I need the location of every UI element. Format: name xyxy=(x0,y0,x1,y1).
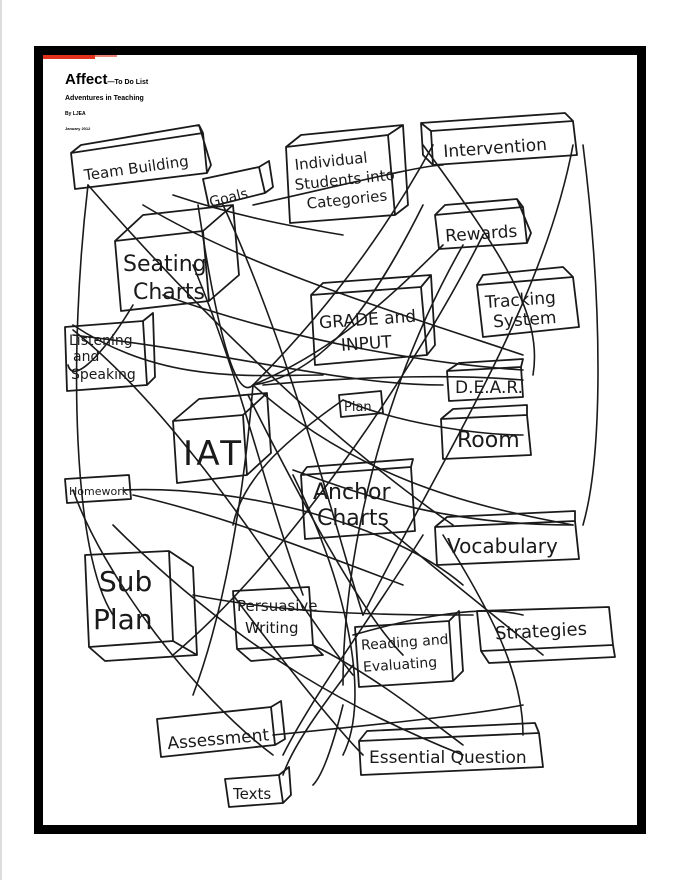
node-team-building-label: Team Building xyxy=(82,152,190,185)
node-persuasive-line2: Writing xyxy=(245,619,299,637)
node-reading-line2: Evaluating xyxy=(363,655,438,676)
node-seating-line2: Charts xyxy=(133,280,205,305)
node-grade-line2: INPUT xyxy=(340,332,393,356)
node-tracking-system: Tracking System xyxy=(476,266,580,338)
node-seating-charts: Seating Charts xyxy=(114,204,240,312)
node-homework: Homework xyxy=(64,474,132,504)
node-essential-label: Essential Question xyxy=(369,748,527,768)
node-rewards-label: Rewards xyxy=(445,222,519,247)
document-title-suffix: —To Do List xyxy=(107,79,149,86)
node-listening-line1: Listening xyxy=(69,333,133,349)
node-iat: IAT xyxy=(172,392,272,484)
node-anchor-line2: Charts xyxy=(317,506,389,531)
node-anchor-charts: Anchor Charts xyxy=(300,458,416,540)
document-title: Affect—To Do List xyxy=(65,71,148,89)
node-strategies-label: Strategies xyxy=(495,619,588,645)
node-vocabulary: Vocabulary xyxy=(434,510,580,566)
node-room-label: Room xyxy=(457,428,520,453)
node-anchor-line1: Anchor xyxy=(313,480,391,505)
page-edge-rule xyxy=(0,0,2,880)
node-individual-students: Individual Students into Categories xyxy=(285,124,409,224)
accent-bar-tail xyxy=(95,55,117,57)
node-intervention: Intervention xyxy=(420,112,578,166)
node-rewards: Rewards xyxy=(434,198,532,250)
node-texts: Texts xyxy=(224,766,292,808)
node-team-building: Team Building xyxy=(70,124,212,190)
node-tracking-line2: System xyxy=(492,308,557,332)
node-homework-label: Homework xyxy=(69,485,129,498)
document-date: January 2012 xyxy=(65,126,91,131)
mind-map: Team Building Goals Individual Students … xyxy=(64,112,616,808)
accent-bar xyxy=(43,55,95,59)
node-listening-line3: Speaking xyxy=(71,367,136,383)
node-dear-label: D.E.A.R. xyxy=(455,378,523,398)
node-plan: Plan xyxy=(338,390,384,418)
node-sub-plan: Sub Plan xyxy=(84,550,198,662)
node-sub-line1: Sub xyxy=(99,565,152,598)
node-tracking-line1: Tracking xyxy=(483,288,556,313)
node-plan-label: Plan xyxy=(344,400,372,415)
node-vocabulary-label: Vocabulary xyxy=(447,534,558,558)
node-dear: D.E.A.R. xyxy=(446,358,524,402)
node-room: Room xyxy=(440,404,532,460)
node-persuasive-writing: Persuasive Writing xyxy=(232,586,324,662)
node-seating-line1: Seating xyxy=(123,252,207,277)
node-reading-evaluating: Reading and Evaluating xyxy=(354,610,464,688)
node-listening-speaking: Listening and Speaking xyxy=(64,312,156,392)
node-iat-label: IAT xyxy=(183,434,241,474)
node-texts-label: Texts xyxy=(232,785,271,803)
node-strategies: Strategies xyxy=(476,606,616,664)
node-sub-line2: Plan xyxy=(93,603,153,636)
node-essential-question: Essential Question xyxy=(358,722,544,776)
document-author: By LJEA xyxy=(65,111,86,117)
node-persuasive-line1: Persuasive xyxy=(237,597,318,615)
node-assessment-label: Assessment xyxy=(167,725,271,754)
node-grade-line1: GRADE and xyxy=(318,307,416,334)
node-listening-line2: and xyxy=(73,349,99,365)
document-subtitle: Adventures in Teaching xyxy=(65,95,144,102)
node-reading-line1: Reading and xyxy=(361,632,450,654)
document-title-main: Affect xyxy=(65,71,108,88)
